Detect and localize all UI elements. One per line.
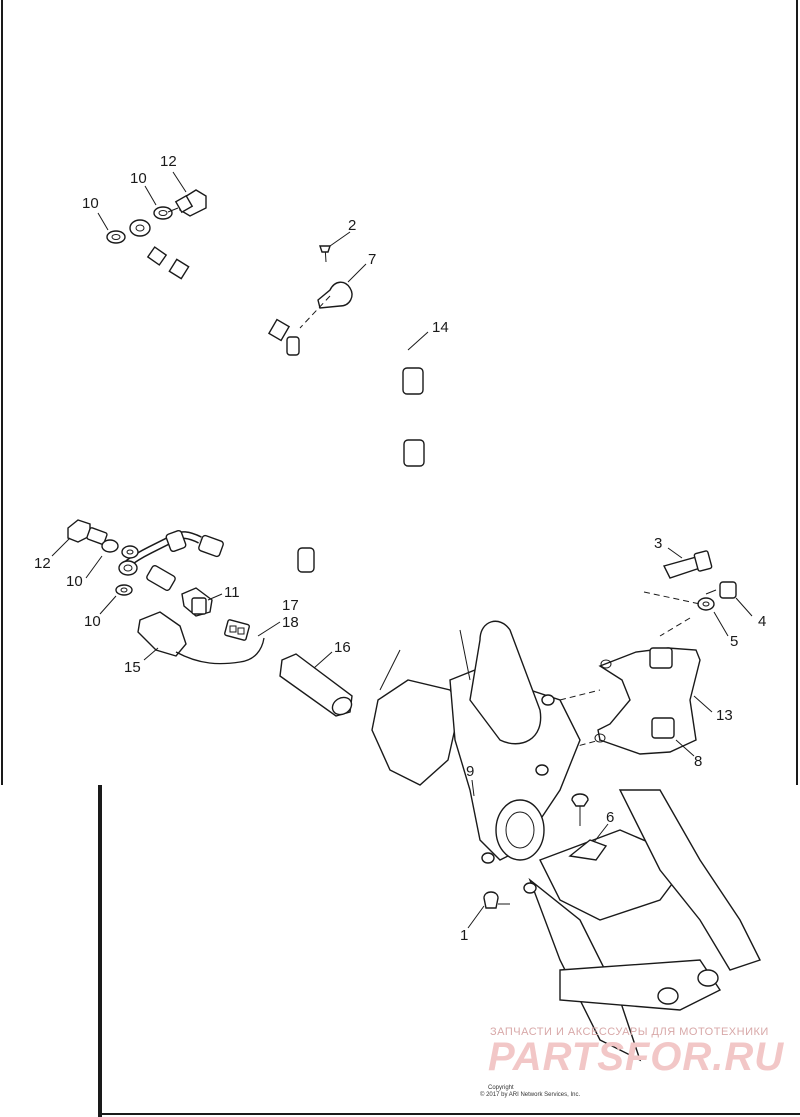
callout-10-bottom-upper: 10 [66,573,83,590]
callout-3: 3 [654,535,662,552]
copyright-line2: © 2017 by ARI Network Services, Inc. [480,1091,580,1098]
clamp-assembly [299,245,353,329]
callout-10-top-right: 10 [130,170,147,187]
callout-16: 16 [334,639,351,656]
callout-6: 6 [606,809,614,826]
callout-10-bottom-lower: 10 [84,613,101,630]
callout-12-bottom: 12 [34,555,51,572]
leader-lines [51,171,753,929]
bracket-assembly [559,550,737,755]
frame-steering-head [371,620,761,1062]
callout-11: 11 [224,584,240,601]
callout-5: 5 [730,633,738,650]
callout-17: 17 [282,597,299,614]
watermark: ЗАПЧАСТИ И АКСЕССУАРЫ ДЛЯ МОТОТЕХНИКИ PA… [488,1026,784,1079]
sensor-assembly [137,587,265,665]
callout-8: 8 [694,753,702,770]
bottom-fasteners [67,519,139,596]
callout-15: 15 [124,659,141,676]
callout-labels: 12 10 10 2 7 14 12 10 10 11 17 18 15 16 … [34,153,766,944]
small-hardware [483,793,608,909]
callout-7: 7 [368,251,376,268]
callout-18: 18 [282,614,299,631]
watermark-tagline: ЗАПЧАСТИ И АКСЕССУАРЫ ДЛЯ МОТОТЕХНИКИ [490,1026,769,1038]
copyright: Copyright © 2017 by ARI Network Services… [480,1085,580,1098]
callout-14: 14 [432,319,449,336]
callout-2: 2 [348,217,356,234]
callout-1: 1 [460,927,468,944]
callout-12-top: 12 [160,153,177,170]
callout-4: 4 [758,613,766,630]
sleeve [279,653,353,717]
copyright-line1: Copyright [488,1085,514,1091]
top-fasteners [106,189,207,244]
brake-line [118,219,425,592]
callout-9: 9 [466,763,474,780]
callout-10-top-left: 10 [82,195,99,212]
watermark-logo-text: PARTSFOR.RU [488,1035,784,1079]
callout-13: 13 [716,707,733,724]
